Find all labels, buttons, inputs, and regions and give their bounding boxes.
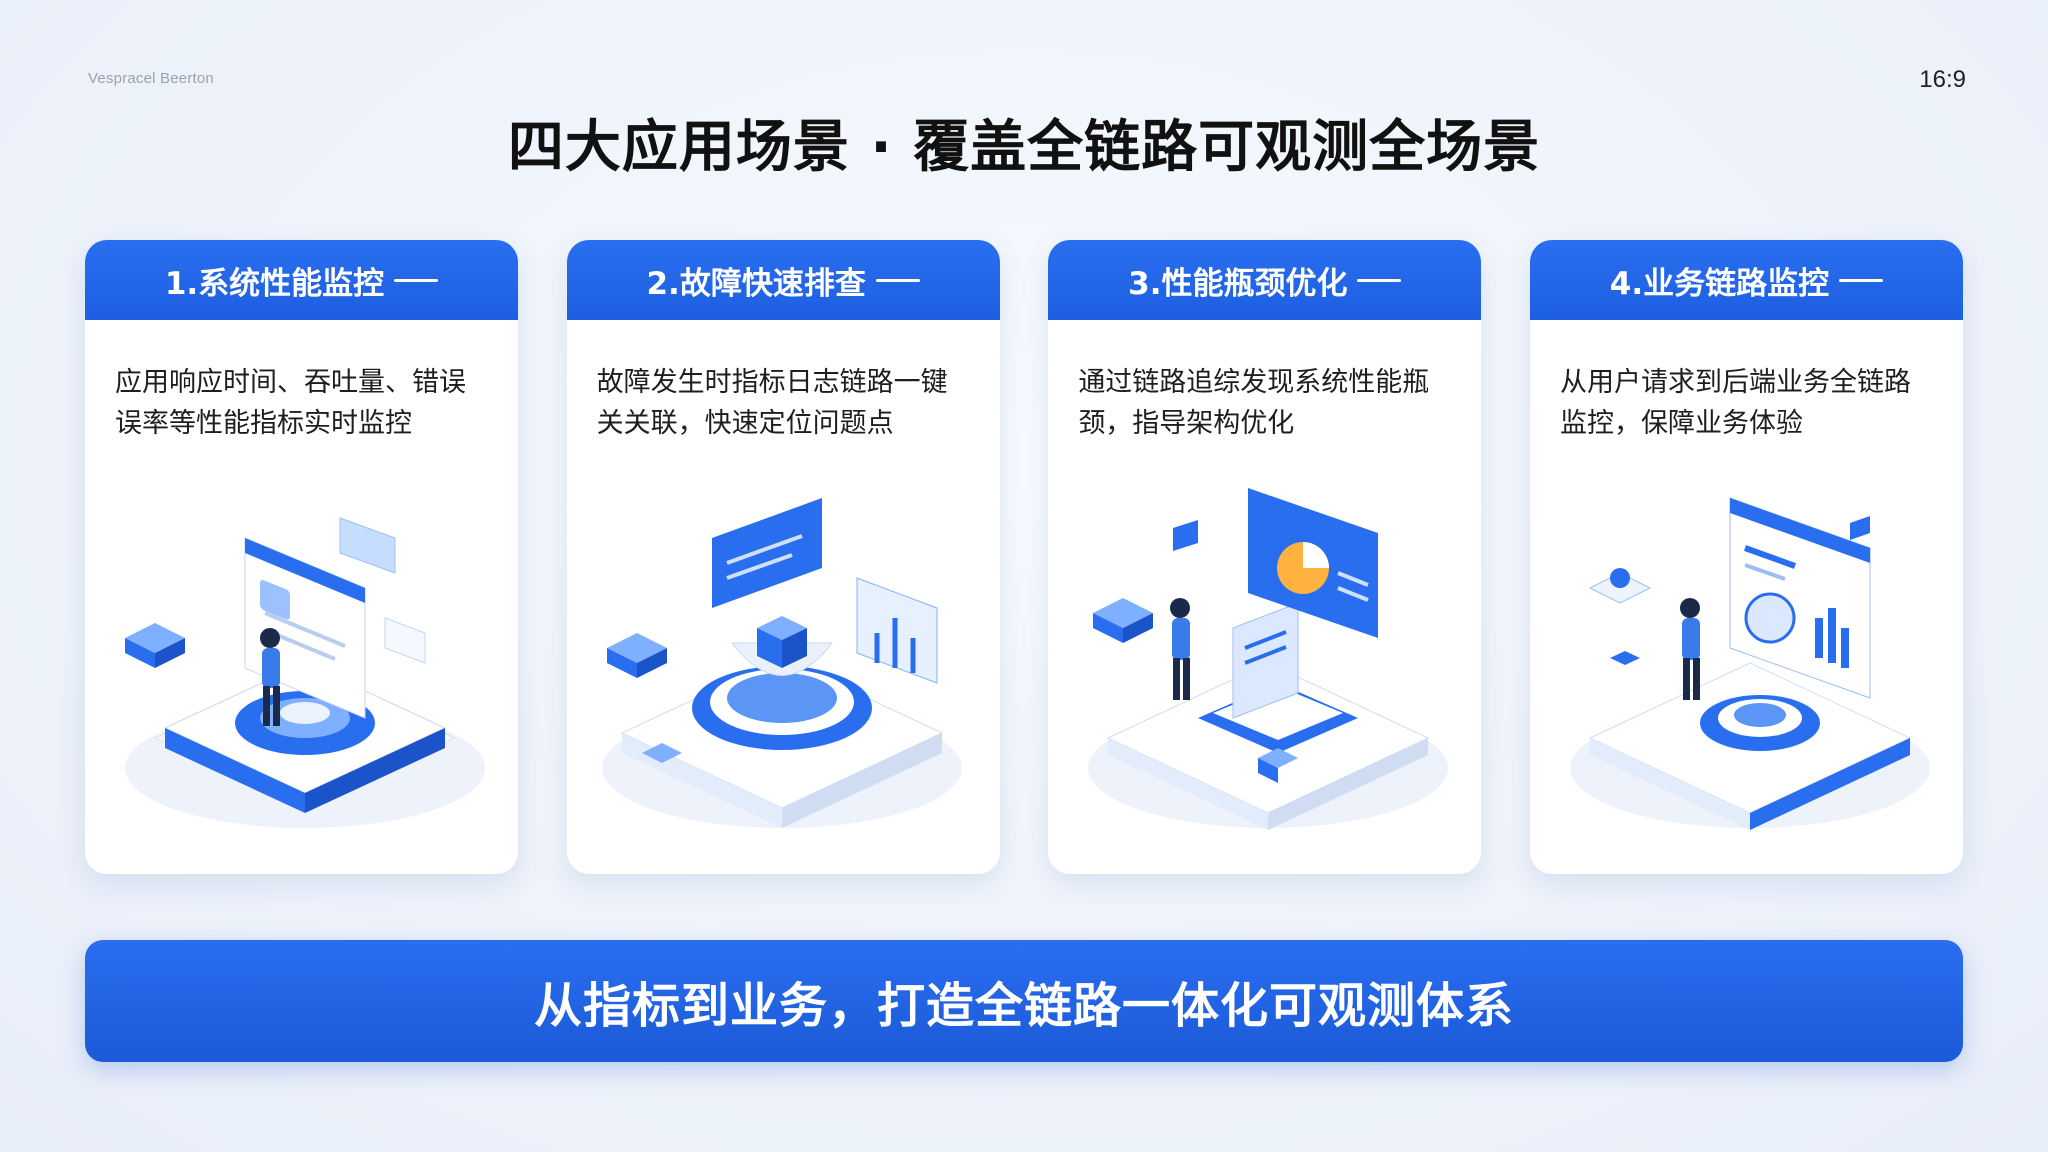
troubleshooting-cube-icon: [601, 498, 962, 828]
aspect-ratio-label: 16:9: [1919, 66, 1966, 93]
scenario-cards: 1.系统性能监控 应用响应时间、吞吐量、错误误率等性能指标实时监控: [85, 240, 1963, 874]
header-dash: [875, 278, 920, 282]
scenario-card-fault-troubleshooting: 2.故障快速排查 故障发生时指标日志链路一键关关联，快速定位问题点: [566, 240, 1000, 874]
card-header: 1.系统性能监控: [85, 240, 518, 320]
scenario-card-performance-monitoring: 1.系统性能监控 应用响应时间、吞吐量、错误误率等性能指标实时监控: [85, 240, 518, 874]
card-title: 3.性能瓶颈优化: [1128, 265, 1348, 302]
card-description: 从用户请求到后端业务全链路监控，保障业务体验: [1559, 367, 1911, 439]
card-header: 2.故障快速排查: [566, 240, 1000, 320]
header-dash: [1839, 278, 1884, 282]
page-title: 四大应用场景 · 覆盖全链路可观测全场景: [507, 115, 1541, 180]
card-description: 应用响应时间、吞吐量、错误误率等性能指标实时监控: [115, 367, 466, 439]
scenario-card-business-chain-monitoring: 4.业务链路监控 从用户请求到后端业务全链路监控，保障业务体验: [1529, 240, 1963, 874]
card-title: 4.业务链路监控: [1609, 265, 1830, 302]
card-header: 3.性能瓶颈优化: [1048, 240, 1482, 320]
header-dash: [394, 278, 439, 282]
card-description: 故障发生时指标日志链路一键关关联，快速定位问题点: [596, 367, 948, 439]
header-dash: [1357, 278, 1402, 282]
performance-analysis-icon: [1088, 488, 1449, 830]
performance-analysis-illustration: [1048, 468, 1481, 868]
card-header: 4.业务链路监控: [1529, 240, 1963, 320]
monitoring-dashboard-icon: [125, 517, 485, 828]
corner-label: Vespracel Beerton: [88, 70, 214, 87]
business-chain-icon: [1569, 497, 1930, 830]
card-title: 2.故障快速排查: [646, 265, 866, 302]
card-description: 通过链路追综发现系统性能瓶颈，指导架构优化: [1078, 367, 1430, 439]
monitoring-dashboard-illustration: [85, 468, 518, 868]
summary-banner: 从指标到业务，打造全链路一体化可观测体系: [85, 940, 1963, 1062]
troubleshooting-cube-illustration: [567, 468, 1000, 868]
business-chain-illustration: [1530, 468, 1963, 868]
scenario-card-bottleneck-optimization: 3.性能瓶颈优化 通过链路追综发现系统性能瓶颈，指导架构优化: [1048, 240, 1482, 874]
card-title: 1.系统性能监控: [164, 265, 385, 302]
